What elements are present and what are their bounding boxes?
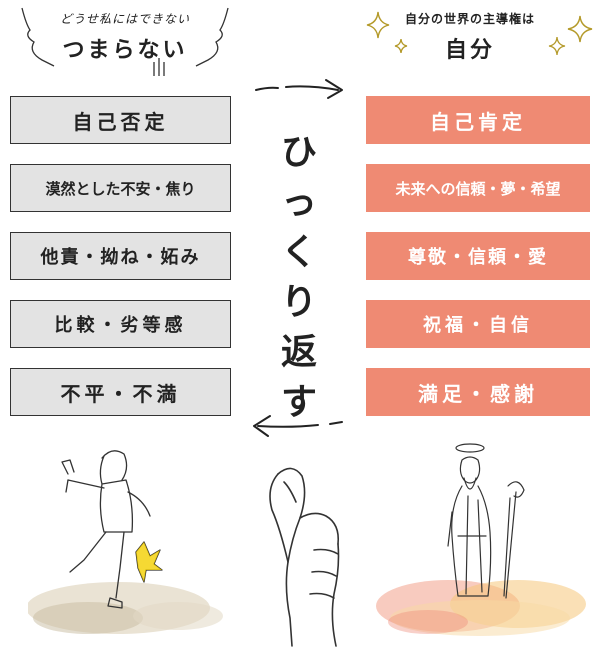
right-item-4: 祝福・自信 [366,300,590,348]
sparkle-icon [548,36,566,56]
right-item-5: 満足・感謝 [366,368,590,416]
speech-burst-icon [21,7,229,76]
left-item-3: 他責・拗ね・妬み [10,232,231,280]
sparkle-icon [366,11,390,39]
kicking-person-illustration [28,450,223,634]
finger-heart-icon [269,467,340,647]
right-item-1: 自己肯定 [366,96,590,144]
header-right-title: 自分 [444,38,495,63]
center-char: っ [280,182,317,223]
center-char: す [280,382,317,423]
header-left: どうせ私にはできない つまらない [20,4,230,76]
center-char: り [280,282,317,323]
arrow-right-icon [255,79,343,99]
header-right: 自分の世界の主導権は 自分 [355,4,585,66]
sparkle-icon [567,15,593,43]
left-item-4: 比較・劣等感 [10,300,231,348]
arrow-left-icon [253,415,343,437]
header-left-subtitle: どうせ私にはできない [59,12,190,26]
header-left-title: つまらない [62,38,188,63]
center-vertical-text: ひ っ く り 返 す [276,128,322,428]
sparkle-icon [394,38,408,54]
right-item-3: 尊敬・信頼・愛 [366,232,590,280]
right-item-2: 未来への信頼・夢・希望 [366,164,590,212]
center-char: く [280,232,317,273]
left-item-2: 漠然とした不安・焦り [10,164,231,212]
center-char: ひ [280,132,317,173]
header-right-subtitle: 自分の世界の主導権は [404,12,535,26]
center-char: 返 [280,332,317,373]
left-item-5: 不平・不満 [10,368,231,416]
sage-on-cloud-illustration [376,443,586,636]
left-item-1: 自己否定 [10,96,231,144]
